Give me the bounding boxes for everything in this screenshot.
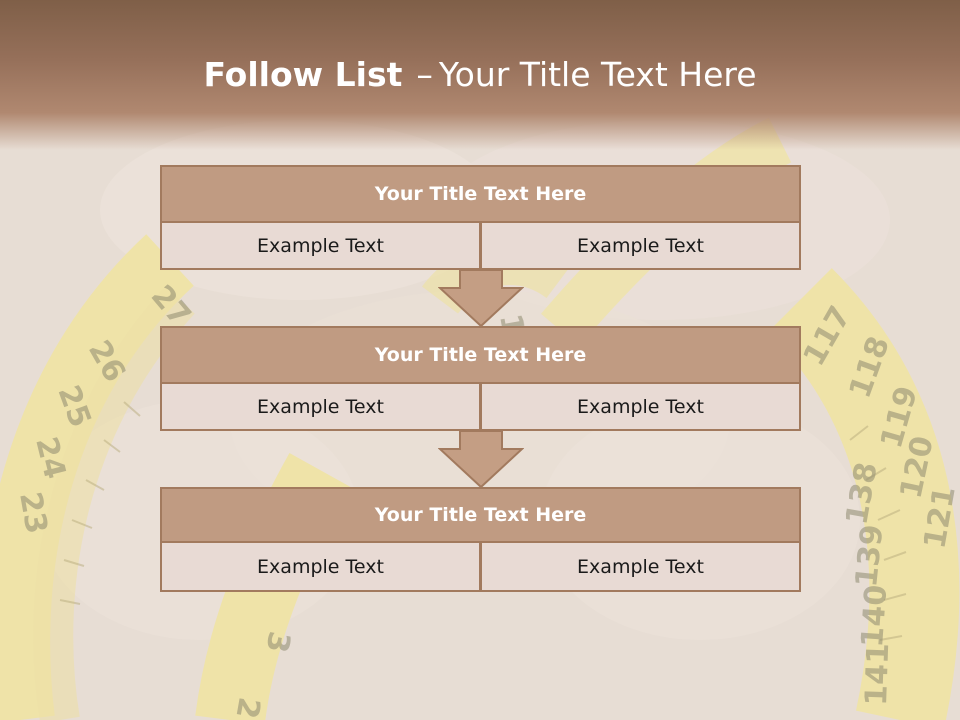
step-box-2: Your Title Text Here Example Text Exampl… [160, 326, 801, 431]
down-arrow-icon [438, 431, 524, 489]
step-cell-left: Example Text [160, 221, 481, 270]
step-cell-left: Example Text [160, 541, 481, 592]
tape-left [0, 234, 195, 720]
tape-number: 23 [12, 489, 54, 536]
tape-right [767, 268, 960, 720]
tape-number: 2 [228, 695, 266, 720]
down-arrow-icon [438, 270, 524, 328]
step-cell-right: Example Text [480, 221, 801, 270]
step-box-3: Your Title Text Here Example Text Exampl… [160, 487, 801, 592]
step-cell-left: Example Text [160, 382, 481, 431]
tape-number: 140 [855, 584, 894, 649]
step-title: Your Title Text Here [160, 326, 801, 384]
header-band [0, 0, 960, 150]
slide-title-bold: Follow List [203, 55, 403, 94]
tape-number: 139 [849, 523, 890, 589]
tape-number: 141 [859, 642, 896, 706]
slide-title-rest: Your Title Text Here [438, 55, 757, 94]
step-cell-right: Example Text [480, 382, 801, 431]
slide-title: Follow List–Your Title Text Here [0, 52, 960, 98]
step-title: Your Title Text Here [160, 165, 801, 223]
step-title: Your Title Text Here [160, 487, 801, 543]
slide-title-dash: – [416, 55, 433, 94]
tape-left-inner [33, 286, 195, 720]
step-box-1: Your Title Text Here Example Text Exampl… [160, 165, 801, 270]
step-cell-right: Example Text [480, 541, 801, 592]
